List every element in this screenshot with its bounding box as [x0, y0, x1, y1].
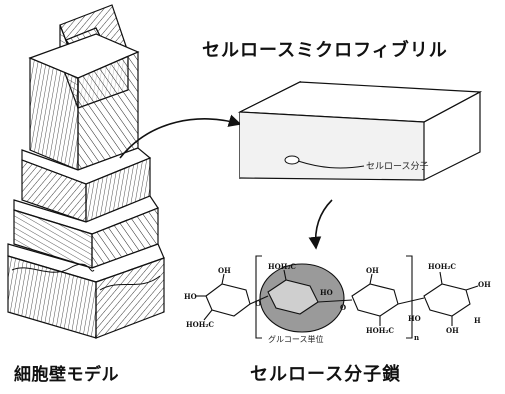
cellulose-chain-title: セルロース分子鎖	[250, 364, 402, 385]
chem-ho-center: HO	[320, 288, 333, 297]
chem-n: n	[414, 333, 420, 342]
arrow-to-microfibril	[119, 114, 242, 159]
cell-wall-model-drawing	[7, 4, 165, 339]
chem-ho-far: HO	[408, 314, 421, 323]
microfibril-drawing	[237, 81, 483, 181]
chem-oh-far-bottom: OH	[446, 326, 459, 335]
chem-ho-left-top: HO	[184, 292, 197, 301]
chem-hoh2c-right-top: HOH₂C	[428, 262, 456, 271]
cellulose-molecule-label: セルロース分子	[366, 162, 429, 172]
molecule-leader-line	[297, 160, 365, 169]
glucose-unit-label: グルコース単位	[268, 335, 324, 344]
chem-o-link1: O	[255, 299, 262, 308]
chem-oh-far: OH	[478, 280, 491, 289]
arrow-to-chain	[308, 199, 333, 250]
microfibril-title: セルロースミクロフィブリル	[202, 40, 448, 61]
chem-oh-right: OH	[366, 266, 379, 275]
cellulose-chain-drawing	[196, 255, 479, 339]
chem-hoh2c-center: HOH₂C	[268, 262, 296, 271]
chem-o-link2: O	[340, 303, 347, 312]
chem-oh-left: OH	[218, 266, 231, 275]
chem-hoh2c-right-bottom: HOH₂C	[366, 326, 394, 335]
chem-h-far: H	[474, 316, 481, 325]
cell-wall-model-title: 細胞壁モデル	[14, 365, 119, 385]
chem-hoh2c-left: HOH₂C	[186, 320, 214, 329]
